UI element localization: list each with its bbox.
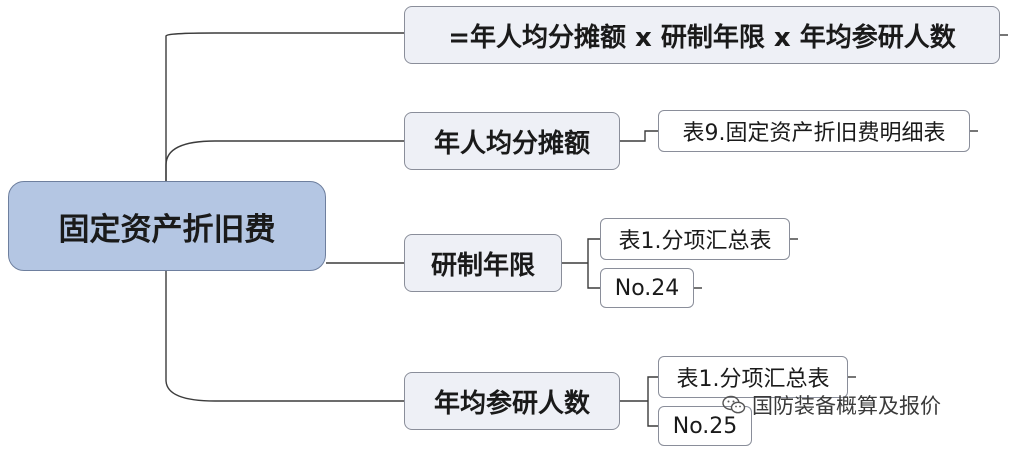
root-label: 固定资产折旧费 [58, 211, 276, 248]
leaf-no24[interactable]: No.24 [600, 268, 694, 308]
leaf-years-table1-label: 表1.分项汇总表 [618, 229, 772, 254]
annual-share-label: 年人均分摊额 [433, 128, 590, 159]
connector-years-to-children [562, 238, 600, 289]
leaf-staff-table1-label: 表1.分项汇总表 [676, 367, 830, 392]
branch-staff[interactable]: 年均参研人数 [404, 372, 620, 430]
leaf-no24-label: No.24 [614, 275, 680, 301]
leaf-no25-label: No.25 [672, 413, 738, 439]
formula-label: =年人均分摊额 x 研制年限 x 年均参研人数 [448, 22, 956, 53]
leaf-table9-label: 表9.固定资产折旧费明细表 [682, 121, 946, 146]
staff-label: 年均参研人数 [433, 388, 590, 419]
wechat-icon [722, 395, 746, 414]
watermark-text: 国防装备概算及报价 [752, 394, 941, 418]
root-node[interactable]: 固定资产折旧费 [8, 181, 326, 271]
watermark: 国防装备概算及报价 [722, 390, 941, 420]
connector-root-to-annual [165, 140, 404, 181]
years-label: 研制年限 [430, 250, 535, 281]
connector-staff-to-children [620, 376, 658, 427]
connector-root-trunk [165, 32, 404, 181]
branch-annual-share[interactable]: 年人均分摊额 [404, 112, 620, 170]
branch-years[interactable]: 研制年限 [404, 234, 562, 292]
leaf-staff-table1[interactable]: 表1.分项汇总表 [658, 356, 848, 398]
connector-root-to-staff [165, 271, 404, 402]
branch-formula[interactable]: =年人均分摊额 x 研制年限 x 年均参研人数 [404, 6, 1000, 64]
connector-annual-to-table9 [620, 130, 658, 142]
leaf-table9[interactable]: 表9.固定资产折旧费明细表 [658, 110, 970, 152]
leaf-years-table1[interactable]: 表1.分项汇总表 [600, 218, 790, 260]
